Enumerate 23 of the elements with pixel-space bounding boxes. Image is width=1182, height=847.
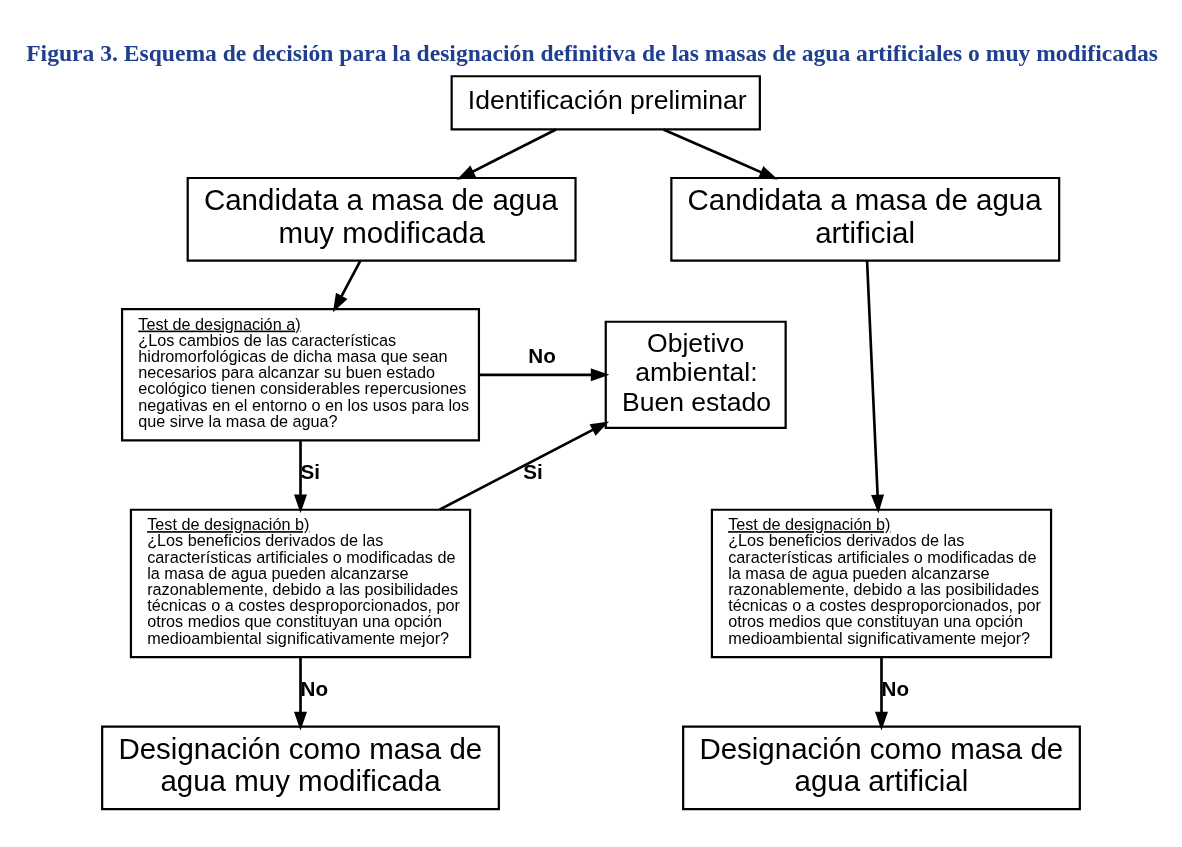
arrow (479, 368, 610, 382)
arrow (456, 128, 557, 180)
node-box: Test de designación a) ¿Los cambios de las características hidromorfológicas de dicha masa que sean necesarios para alcanzar su buen estado ecológico tienen considerables repercusiones negativas en el entorno o en los usos para los que sirve la masa de agua? (120, 308, 481, 442)
node-box: Identificación preliminar (450, 75, 761, 131)
node-box: Candidata a masa de agua artificial (670, 176, 1061, 262)
node-box: Designación como masa de agua muy modificada (101, 725, 500, 811)
edge-label: No (528, 344, 556, 368)
node-box: Test de designación b) ¿Los beneficios derivados de las características artificiales o modificadas de la masa de agua pueden alcanzarse razonablemente, debido a las posibilidades técnicas o a costes desproporcionados, por otros medios que constituyan una opción medioambiental significativamente mejor? (129, 508, 472, 659)
node-box: Test de designación b) ¿Los beneficios derivados de las características artificiales o modificadas de la masa de agua pueden alcanzarse razonablemente, debido a las posibilidades técnicas o a costes desproporcionados, por otros medios que constituyan una opción medioambiental significativamente mejor? (710, 508, 1053, 659)
arrow (294, 440, 307, 514)
diagram-title: Figura 3. Esquema de decisión para la designación definitiva de las masas de agua artificiales o muy modificadas (26, 40, 1159, 67)
arrow (438, 421, 610, 511)
edge-label: No (881, 676, 909, 700)
arrow (865, 260, 885, 514)
arrow (662, 128, 778, 180)
arrow (294, 657, 307, 731)
node-box: Candidata a masa de agua muy modificada (186, 176, 577, 262)
arrow (875, 657, 888, 731)
node-box: Designación como masa de agua artificial (682, 725, 1081, 811)
arrow (332, 260, 362, 313)
edge-label: No (300, 676, 329, 700)
edge-label: Si (523, 460, 543, 484)
node-box: Objetivo ambiental: Buen estado (604, 320, 787, 430)
